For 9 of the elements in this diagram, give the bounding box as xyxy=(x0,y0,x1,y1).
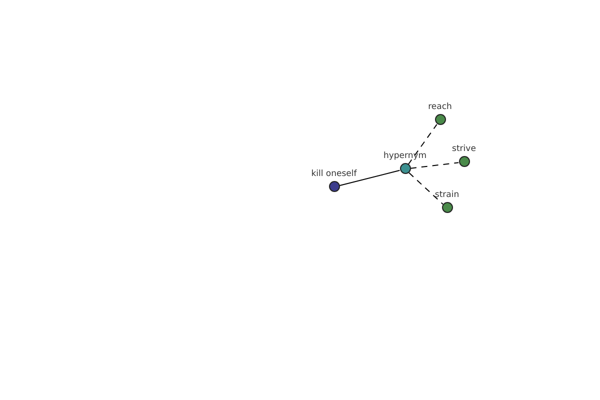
node-label: strain xyxy=(434,190,460,201)
node-label: reach xyxy=(428,102,452,113)
dashed-line xyxy=(408,124,438,166)
line xyxy=(338,170,400,186)
dashed-line xyxy=(410,162,460,169)
node-label: strive xyxy=(452,144,476,155)
node-label: kill oneself xyxy=(311,169,357,180)
dashed-line xyxy=(408,172,444,205)
node-label: hypernym xyxy=(383,151,427,162)
